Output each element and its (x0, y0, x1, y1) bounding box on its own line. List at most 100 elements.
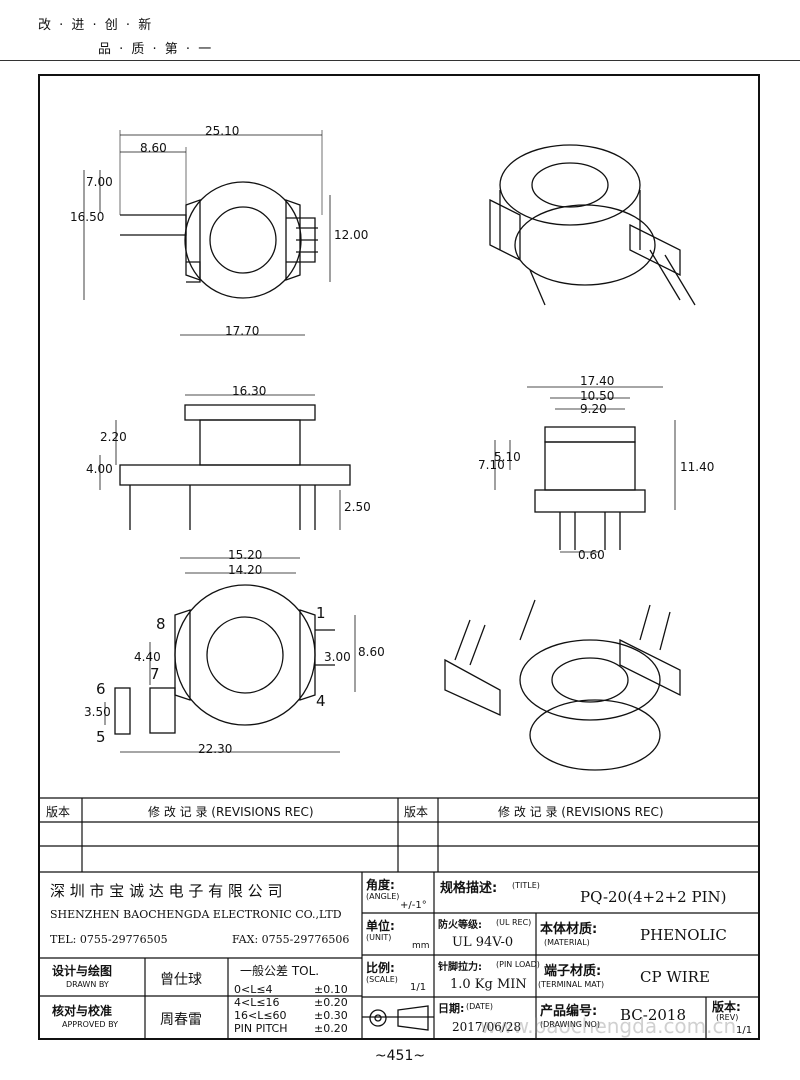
pin-6-label: 6 (96, 680, 106, 698)
dim-q: 0.60 (578, 548, 605, 562)
rev-col-version-2: 版本 (404, 805, 429, 819)
rev-en: (REV) (716, 1013, 739, 1022)
dim-g: 16.30 (232, 384, 267, 398)
top-view (83, 130, 331, 336)
dim-t: 4.40 (134, 650, 161, 664)
approved-by-name: 周春雷 (160, 1012, 202, 1028)
tolerance-value-2: ±0.20 (314, 996, 348, 1009)
bottom-view (104, 557, 356, 753)
dim-k: 17.40 (580, 374, 615, 388)
drawn-by-name: 曾仕球 (160, 972, 202, 988)
fire-rating-value: UL 94V-0 (452, 935, 514, 950)
date-en: (DATE) (466, 1002, 494, 1011)
terminal-en: (TERMINAL MAT) (538, 980, 605, 989)
approved-by-en: APPROVED BY (62, 1020, 119, 1029)
pin-1-label: 1 (316, 604, 326, 622)
dim-i: 2.20 (100, 430, 127, 444)
dim-a: 25.10 (205, 124, 240, 138)
terminal-label: 端子材质: (544, 964, 602, 979)
unit-label: 单位: (366, 919, 395, 933)
tolerance-range-1: 0<L≤4 (234, 983, 273, 996)
fire-rating-label: 防火等级: (438, 920, 482, 931)
dim-w: 3.00 (324, 650, 351, 664)
scale-en: (SCALE) (366, 975, 398, 984)
dim-u: 3.50 (84, 705, 111, 719)
tolerance-value-3: ±0.30 (314, 1009, 348, 1022)
tolerance-range-2: 4<L≤16 (234, 996, 280, 1009)
dim-o: 5.10 (494, 450, 521, 464)
dim-m: 9.20 (580, 402, 607, 416)
date-label: 日期: (438, 1002, 465, 1015)
drawing-no-label: 产品编号: (540, 1004, 598, 1019)
slogan-line-1: 改 · 进 · 创 · 新 (38, 18, 154, 33)
dim-x: 8.60 (358, 645, 385, 659)
material-en: (MATERIAL) (544, 938, 590, 947)
dim-l: 10.50 (580, 389, 615, 403)
title-block-grid (40, 797, 758, 1038)
dim-r: 15.20 (228, 548, 263, 562)
pin-5-label: 5 (96, 728, 106, 746)
pin-7-label: 7 (150, 665, 160, 683)
angle-value: +/-1° (400, 900, 427, 911)
dim-d: 16.50 (70, 210, 105, 224)
company-name-en: SHENZHEN BAOCHENGDA ELECTRONIC CO.,LTD (50, 908, 342, 921)
title-value: PQ-20(4+2+2 PIN) (580, 888, 727, 906)
pin-8-label: 8 (156, 615, 166, 633)
drawing-no-value: BC-2018 (620, 1006, 687, 1024)
company-fax: FAX: 0755-29776506 (232, 933, 350, 946)
iso-view-2 (444, 599, 681, 771)
rev-col-version-1: 版本 (46, 805, 71, 819)
angle-label: 角度: (366, 878, 395, 892)
drawing-frame (38, 74, 760, 1040)
title-en: (TITLE) (512, 881, 540, 890)
rev-label: 版本: (712, 1000, 741, 1014)
dim-p: 11.40 (680, 460, 715, 474)
slogan-line-2: 品 · 质 · 第 · 一 (98, 42, 214, 57)
angle-en: (ANGLE) (366, 892, 400, 901)
iso-view-1 (489, 144, 696, 306)
scale-label: 比例: (366, 961, 395, 975)
watermark: www.baochengda.com.cn (480, 1014, 737, 1038)
approved-by-label: 核对与校准 (52, 1004, 113, 1018)
drawn-by-en: DRAWN BY (66, 980, 109, 989)
fire-rating-en: (UL REC) (496, 918, 532, 927)
unit-value: mm (412, 941, 430, 951)
material-value: PHENOLIC (640, 926, 727, 944)
terminal-value: CP WIRE (640, 968, 710, 986)
tolerance-range-3: 16<L≤60 (234, 1009, 287, 1022)
rev-value: 1/1 (736, 1025, 753, 1036)
tolerance-title: 一般公差 TOL. (240, 964, 320, 978)
front-view (99, 394, 351, 530)
material-label: 本体材质: (540, 922, 598, 937)
dim-c: 7.00 (86, 175, 113, 189)
tolerance-value-1: ±0.10 (314, 983, 348, 996)
date-value: 2017/06/28 (452, 1020, 522, 1034)
drawn-by-label: 设计与绘图 (52, 964, 113, 978)
pin-load-value: 1.0 Kg MIN (450, 977, 527, 992)
technical-drawing (40, 130, 758, 1038)
tolerance-value-4: ±0.20 (314, 1022, 348, 1035)
projection-symbol (369, 1005, 429, 1031)
pin-load-en: (PIN LOAD) (496, 960, 540, 969)
rev-col-records-2: 修 改 记 录 (REVISIONS REC) (498, 805, 664, 819)
dim-f: 12.00 (334, 228, 369, 242)
side-view (494, 386, 676, 553)
dim-e: 17.70 (225, 324, 260, 338)
page-number: ~451~ (374, 1048, 426, 1064)
company-tel: TEL: 0755-29776505 (50, 933, 168, 946)
scale-value: 1/1 (410, 982, 427, 993)
company-name-cn: 深 圳 市 宝 诚 达 电 子 有 限 公 司 (50, 882, 283, 900)
dim-h: 4.00 (86, 462, 113, 476)
rev-col-records-1: 修 改 记 录 (REVISIONS REC) (148, 805, 314, 819)
title-label: 规格描述: (440, 881, 498, 896)
dim-b: 8.60 (140, 141, 167, 155)
dim-j: 2.50 (344, 500, 371, 514)
unit-en: (UNIT) (366, 933, 392, 942)
dim-v: 22.30 (198, 742, 233, 756)
pin-4-label: 4 (316, 692, 326, 710)
tolerance-range-4: PIN PITCH (234, 1022, 288, 1035)
pin-load-label: 针脚拉力: (438, 962, 482, 973)
dim-s: 14.20 (228, 563, 263, 577)
dim-n: 7.10 (478, 458, 505, 472)
drawing-no-en: (DRAWING NO) (540, 1020, 600, 1029)
